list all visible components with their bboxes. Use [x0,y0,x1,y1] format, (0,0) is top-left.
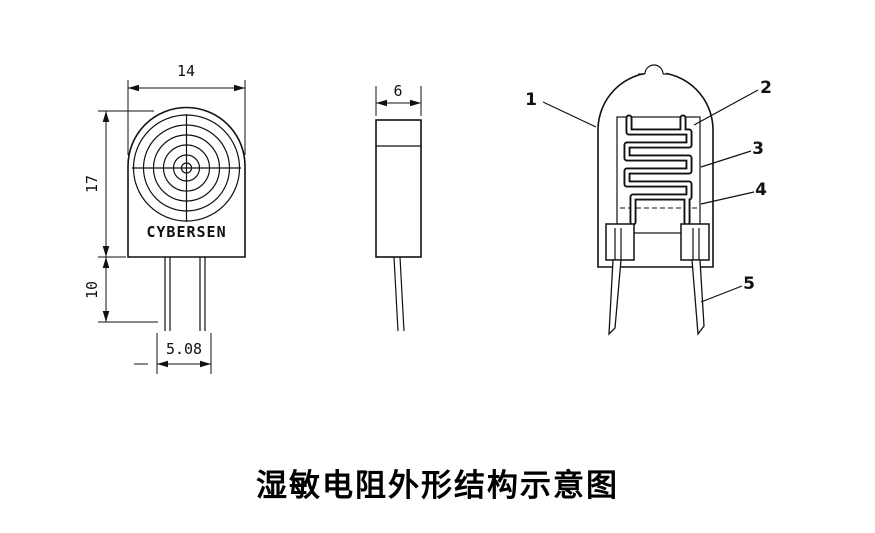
terminal-block-left [605,223,635,261]
callout-3-label: 3 [752,139,764,159]
dim-thickness: 6 [375,82,422,116]
callout-5-label: 5 [743,274,755,294]
dim-lead-pitch: 5.08 [134,333,212,374]
sensor-concentric-rings [132,114,241,222]
terminal-blocks [605,223,710,261]
electrode-ribbon-core [625,116,691,224]
dim-lead-length-value: 10 [83,281,101,299]
dim-width-value: 14 [177,62,195,80]
vent-notch-arc [644,64,664,75]
callout-4-label: 4 [755,180,767,200]
callout-1-leader [542,101,597,128]
callouts: 1 2 3 4 5 [525,78,772,303]
side-lead [393,256,405,332]
vent-notch [638,64,670,75]
side-lead-edge2 [399,256,405,332]
side-body-outline [375,119,422,258]
side-lead-edge1 [393,256,399,332]
callout-3-leader [700,150,752,168]
dim-width: 14 [127,62,246,155]
callout-4-leader [700,191,755,205]
structure-view: 1 2 3 4 5 [525,62,772,336]
dim-height-value: 17 [83,175,101,193]
brand-label: CYBERSEN [146,223,226,241]
dim-thickness-value: 6 [393,82,402,100]
dim-height: 17 [83,110,154,258]
dim-pitch-value: 5.08 [166,340,202,358]
structure-leads [608,259,705,336]
electrode-serpentine [623,114,693,226]
callout-2-leader [693,89,759,126]
terminal-block-right [680,223,710,261]
structure-lead-right [691,259,705,336]
front-leads [164,257,206,331]
structure-lead-left [608,259,622,336]
sensor-body-outline [127,106,246,258]
side-view: 6 [375,82,422,332]
substrate-outline [616,116,701,234]
callout-5-leader [700,285,743,303]
diagram-caption: 湿敏电阻外形结构示意图 [256,468,619,504]
dim-lead-length: 10 [83,257,158,323]
callout-2-label: 2 [760,78,772,98]
diagram-svg: CYBERSEN 14 17 10 [83,62,772,374]
callout-1-label: 1 [525,90,537,110]
front-view: CYBERSEN 14 17 10 [83,62,246,374]
